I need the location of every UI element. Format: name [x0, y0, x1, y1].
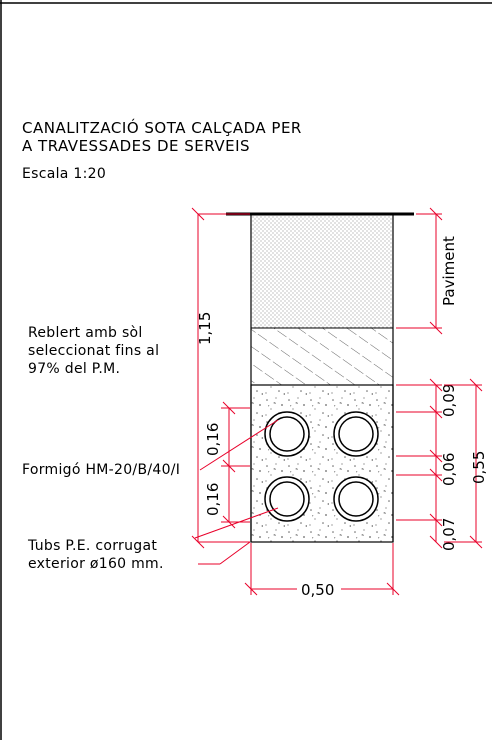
- dimension-concrete-height-label: 0,55: [470, 451, 488, 484]
- title-line-1: CANALITZACIÓ SOTA CALÇADA PER: [22, 118, 302, 137]
- dimension-width: [244, 543, 400, 596]
- dimension-tube-spacing: [221, 401, 250, 529]
- tube-bottom-left: [264, 476, 310, 522]
- dimension-spacing-top-label: 0,16: [204, 423, 222, 456]
- tubs-label-line-2: exterior ø160 mm.: [28, 556, 164, 572]
- reblert-label-line-3: 97% del P.M.: [28, 361, 120, 377]
- dimension-top-cover-label: 0,09: [440, 384, 458, 417]
- dimension-total-height-label: 1,15: [196, 312, 214, 345]
- tubs-label-line-1: Tubs P.E. corrugat: [27, 538, 157, 554]
- pavement-label: Paviment: [440, 236, 458, 306]
- concrete-block: [250, 384, 394, 543]
- reblert-label-line-2: seleccionat fins al: [28, 343, 159, 359]
- tube-bottom-right: [333, 476, 379, 522]
- dimension-concrete-height: [444, 378, 483, 549]
- tube-top-right: [333, 411, 379, 457]
- tubs-leader-1: [194, 507, 279, 539]
- soil-fill-layer: [250, 327, 394, 386]
- dimension-between-tubes-label: 0,06: [440, 453, 458, 486]
- dimension-pavement: [396, 207, 443, 335]
- tubs-leader-3: [219, 541, 251, 565]
- formigo-leader: [199, 419, 279, 471]
- dimension-concrete-sub: [396, 378, 443, 549]
- pavement-layer: [250, 214, 394, 329]
- title-line-2: A TRAVESSADES DE SERVEIS: [22, 137, 250, 155]
- formigo-label: Formigó HM-20/B/40/I: [22, 462, 180, 478]
- scale-label: Escala 1:20: [22, 166, 106, 182]
- dimension-bottom-cover-label: 0,07: [440, 518, 458, 551]
- reblert-label-line-1: Reblert amb sòl: [28, 325, 143, 341]
- dimension-spacing-bottom-label: 0,16: [204, 483, 222, 516]
- tube-top-left: [264, 411, 310, 457]
- dimension-total-height: [191, 207, 250, 549]
- dimension-width-label: 0,50: [301, 581, 334, 599]
